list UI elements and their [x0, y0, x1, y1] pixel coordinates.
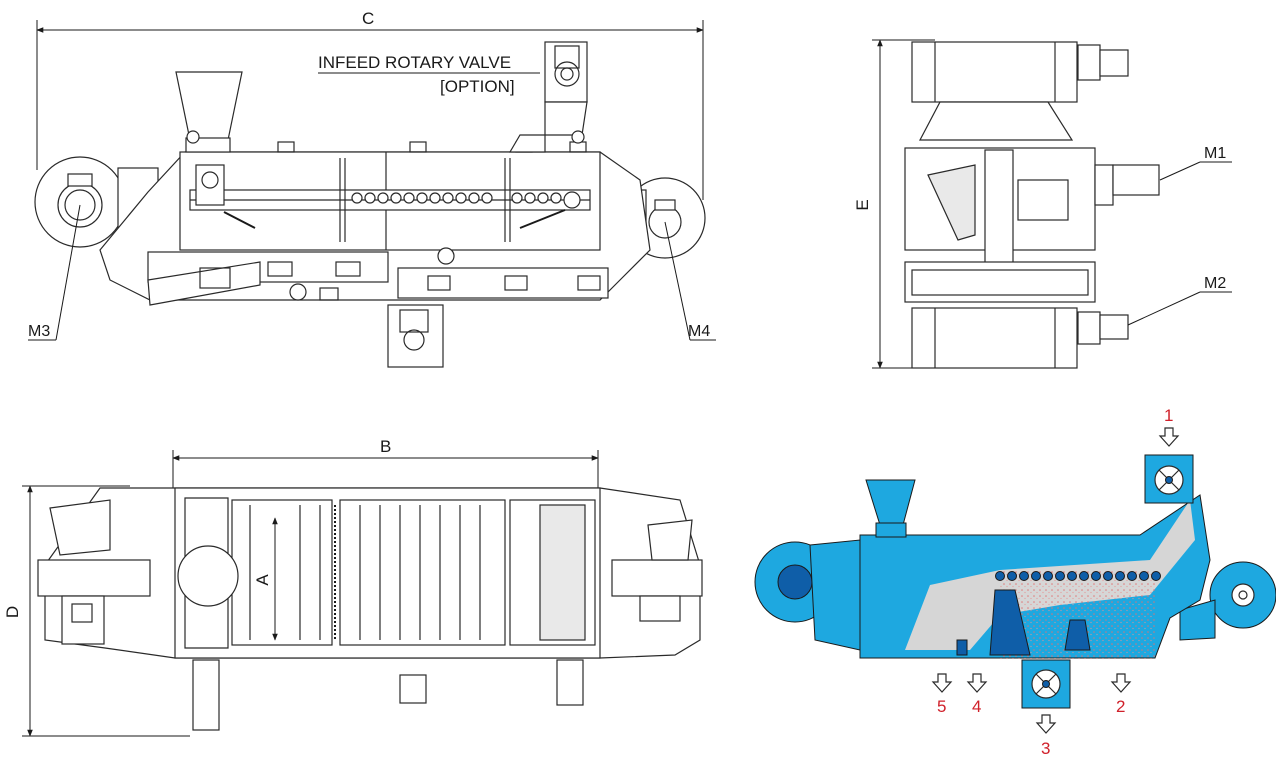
- infeed-label-line1: INFEED ROTARY VALVE: [318, 53, 511, 72]
- flow-label-3: 3: [1041, 739, 1050, 758]
- dimension-a: A: [253, 517, 278, 641]
- side-view: E M1 M2: [853, 39, 1232, 369]
- dimension-b: B: [172, 437, 599, 488]
- dimension-c: C: [36, 9, 704, 200]
- dimension-b-label: B: [380, 437, 391, 456]
- infeed-label-line2: [OPTION]: [440, 77, 515, 96]
- front-view: C: [28, 9, 716, 368]
- infeed-rotary-valve: [508, 41, 588, 153]
- label-m4: M4: [688, 323, 710, 340]
- flow-arrow-4: 4: [966, 673, 988, 716]
- top-view: B D A: [3, 437, 703, 737]
- flow-arrow-3: 3: [1035, 714, 1057, 758]
- dimension-d-label: D: [3, 606, 22, 618]
- process-infeed-valve: [1144, 454, 1194, 504]
- flow-label-5: 5: [937, 697, 946, 716]
- flow-arrow-2: 2: [1110, 673, 1132, 716]
- dimension-d: D: [3, 485, 190, 737]
- main-housing: [99, 141, 651, 306]
- dimension-c-label: C: [362, 9, 374, 28]
- label-m3: M3: [28, 323, 50, 340]
- flow-label-2: 2: [1116, 697, 1125, 716]
- process-rollers: [995, 571, 1161, 581]
- leader-m1: M1: [1159, 145, 1232, 181]
- label-m1: M1: [1204, 145, 1226, 162]
- leader-m2: M2: [1127, 275, 1232, 326]
- process-outlet-valve: [1021, 659, 1071, 709]
- flow-label-1: 1: [1164, 406, 1173, 425]
- bottom-rotary-valve: [387, 304, 444, 368]
- dimension-e-label: E: [853, 199, 872, 210]
- dimension-a-label: A: [253, 574, 272, 586]
- leader-m4: M4: [664, 221, 716, 341]
- flow-label-4: 4: [972, 697, 981, 716]
- inlet-funnel: [175, 71, 243, 153]
- leader-m3: M3: [28, 204, 81, 341]
- process-flow-view: 1 2 3 4 5: [754, 406, 1276, 758]
- flow-arrow-5: 5: [931, 673, 953, 716]
- label-m2: M2: [1204, 275, 1226, 292]
- flow-arrow-1: 1: [1158, 406, 1180, 447]
- infeed-callout: INFEED ROTARY VALVE [OPTION]: [318, 53, 540, 96]
- roller-row: [351, 192, 562, 204]
